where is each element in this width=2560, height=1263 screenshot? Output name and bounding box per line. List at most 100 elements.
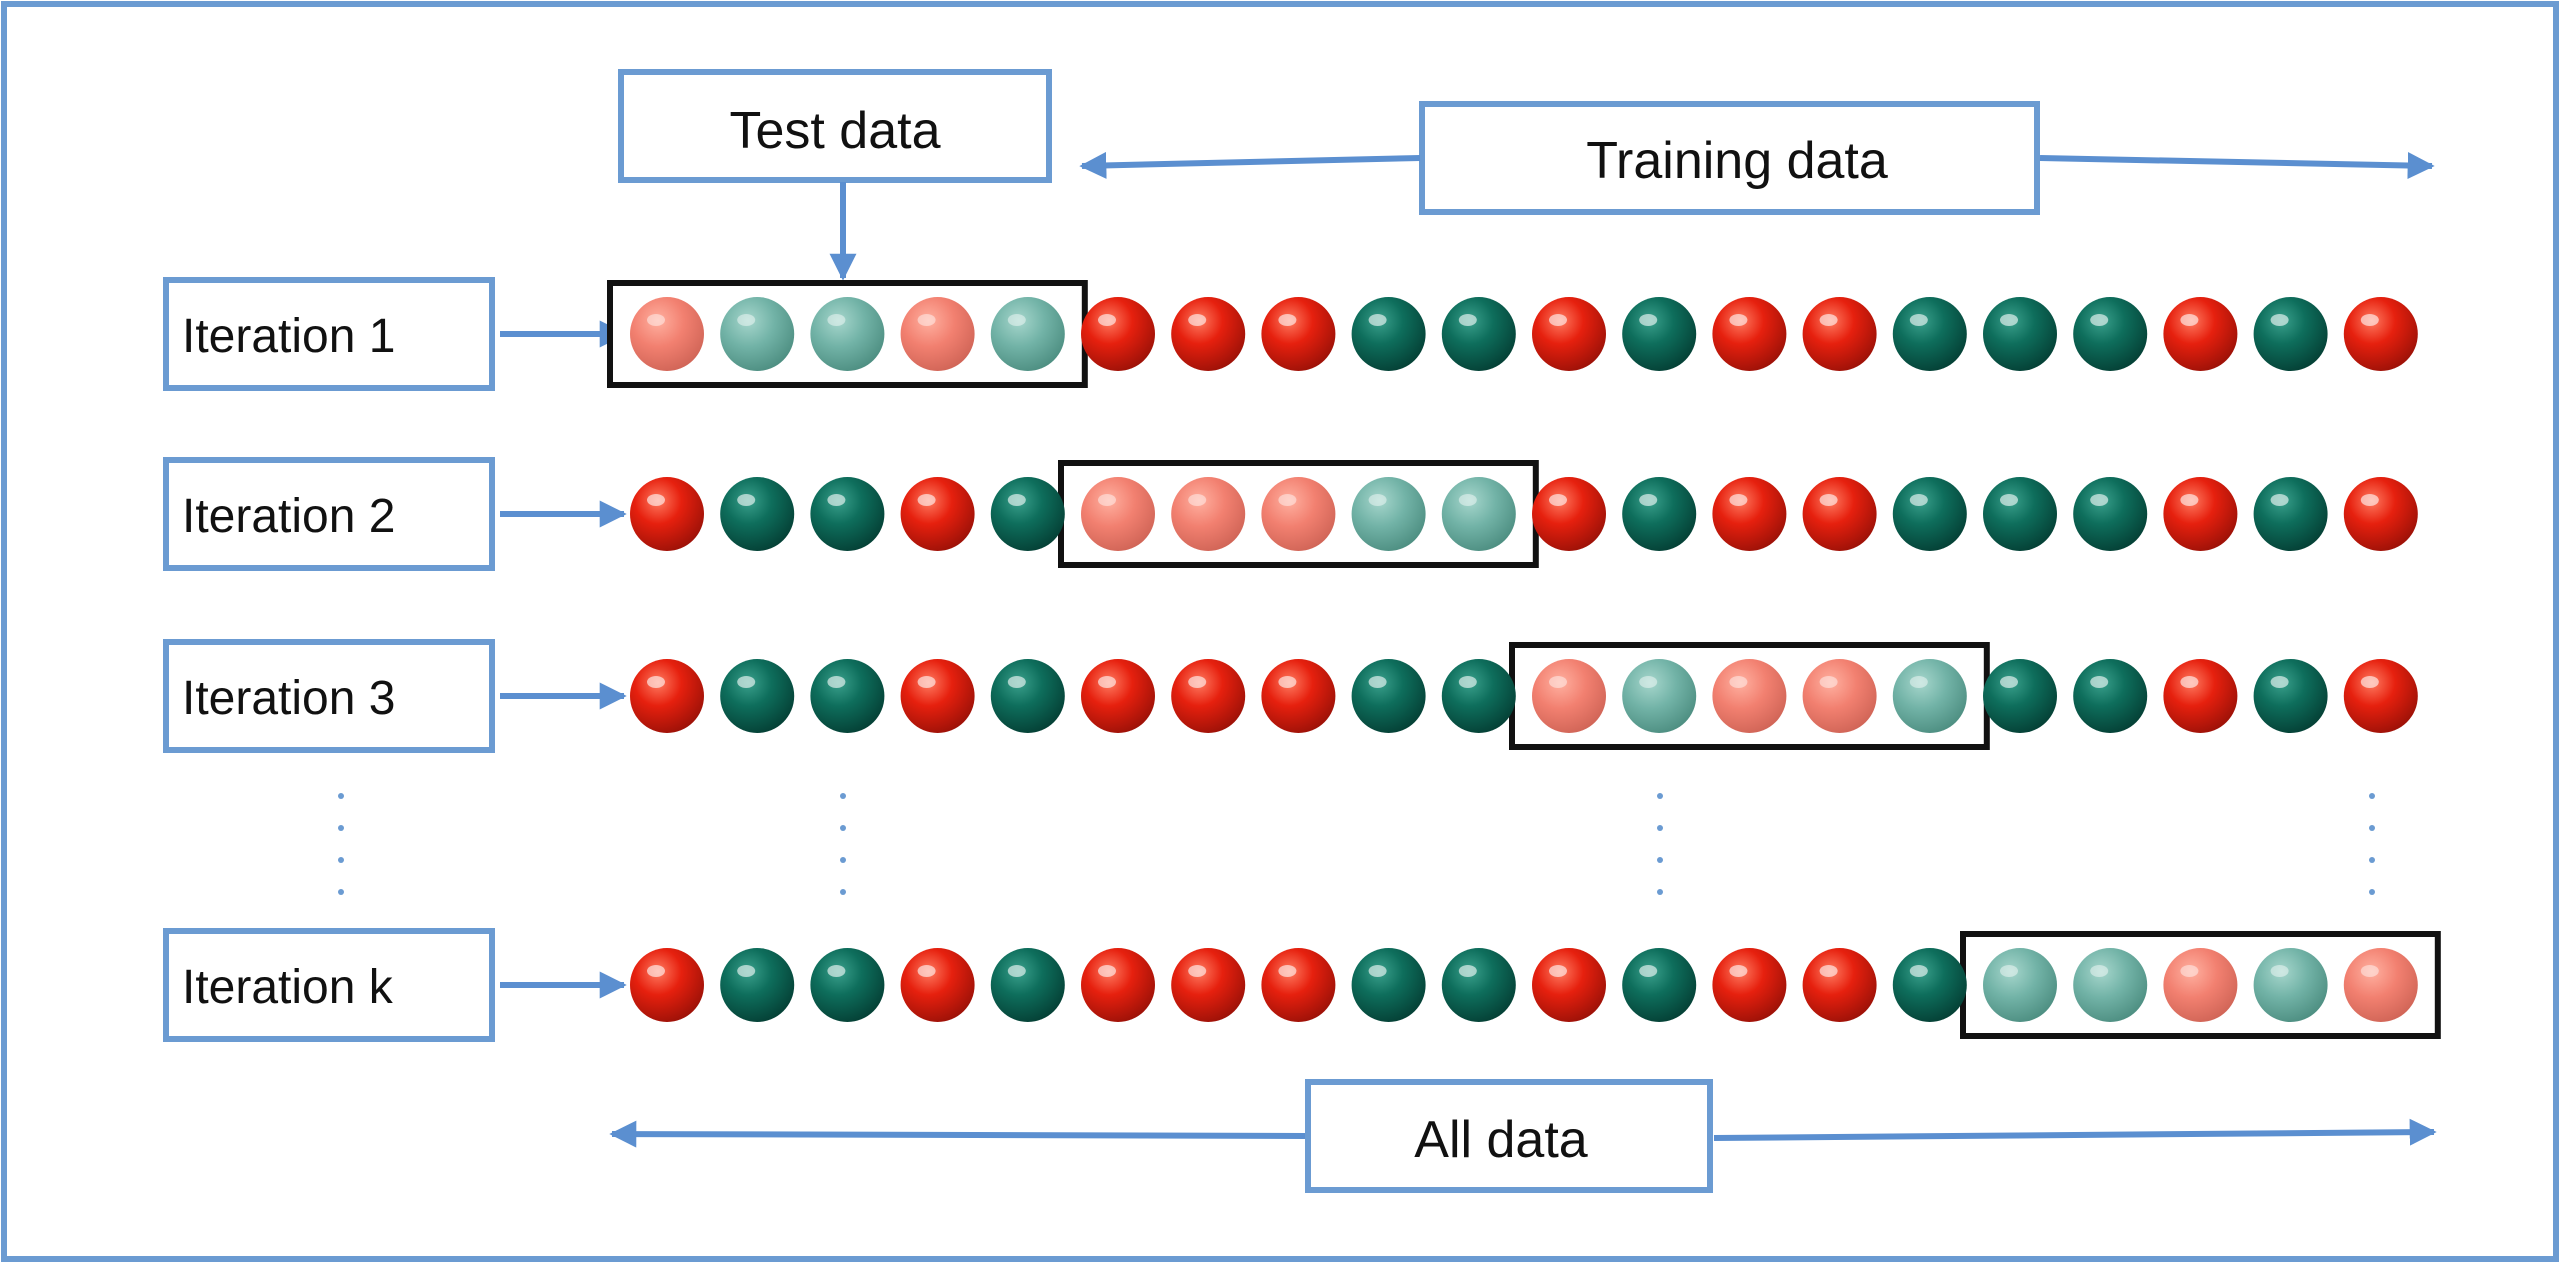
training-sample-ball <box>1983 659 2057 733</box>
ball-highlight <box>1368 965 1387 977</box>
training-sample-ball <box>1983 477 2057 551</box>
test-sample-ball <box>1532 659 1606 733</box>
ball-highlight <box>1639 965 1658 977</box>
training-data-box <box>1419 101 2040 215</box>
test-sample-ball <box>2343 948 2418 1022</box>
test-sample-ball <box>1892 659 1967 733</box>
iteration-label: Iteration 3 <box>182 672 395 725</box>
ellipsis-dot <box>1657 889 1663 895</box>
ball-highlight <box>2090 965 2109 977</box>
ball-highlight <box>827 676 846 688</box>
training-sample-ball <box>2253 477 2328 551</box>
ball-highlight <box>2180 314 2199 326</box>
ball-highlight <box>2000 494 2018 506</box>
training-sample-ball <box>630 659 704 733</box>
ellipsis-dot <box>2369 825 2375 831</box>
ellipsis-dot <box>1657 825 1663 831</box>
training-sample-ball <box>2073 477 2148 551</box>
ellipsis-dot <box>1657 793 1663 799</box>
test-sample-ball <box>1712 659 1787 733</box>
ball-highlight <box>1458 965 1477 977</box>
ball-highlight <box>1639 314 1658 326</box>
ellipsis-dot <box>840 857 846 863</box>
test-sample-ball <box>1441 477 1516 551</box>
training-sample-ball <box>900 948 975 1022</box>
ball-highlight <box>1909 494 1928 506</box>
ball-highlight <box>1278 965 1297 977</box>
training-sample-ball <box>1622 948 1697 1022</box>
ball-highlight <box>1549 965 1567 977</box>
training-sample-ball <box>2073 297 2148 371</box>
training-sample-ball <box>2163 659 2238 733</box>
ball-highlight <box>2270 314 2289 326</box>
ball-highlight <box>1007 314 1026 326</box>
ball-highlight <box>1729 965 1748 977</box>
ball-highlight <box>1639 494 1658 506</box>
training-sample-ball <box>990 477 1065 551</box>
training-sample-ball <box>1892 477 1967 551</box>
all-data-left-arrow <box>609 1120 1306 1148</box>
training-sample-ball <box>2253 659 2328 733</box>
iteration-label-box <box>163 928 495 1042</box>
ellipsis-dot <box>338 793 344 799</box>
ball-highlight <box>2180 494 2199 506</box>
training-sample-ball <box>2253 297 2328 371</box>
ellipsis-dot <box>338 857 344 863</box>
test-sample-ball <box>2253 948 2328 1022</box>
test-sample-ball <box>1171 477 1246 551</box>
training-sample-ball <box>1171 659 1246 733</box>
ellipsis-dot <box>840 793 846 799</box>
test-sample-ball <box>1622 659 1697 733</box>
test-sample-ball <box>810 297 885 371</box>
ball-highlight <box>2000 676 2018 688</box>
ball-highlight <box>917 314 936 326</box>
ellipsis-dot <box>840 825 846 831</box>
iteration-row: Iteration 3 <box>163 639 2418 753</box>
training-sample-ball <box>1532 297 1606 371</box>
ball-highlight <box>1909 314 1928 326</box>
ball-highlight <box>917 676 936 688</box>
ball-highlight <box>2090 314 2109 326</box>
iteration-row: Iteration 2 <box>163 457 2418 571</box>
ball-highlight <box>1729 314 1748 326</box>
training-sample-ball <box>1441 297 1516 371</box>
training-sample-ball <box>900 659 975 733</box>
training-sample-ball <box>720 659 795 733</box>
training-sample-ball <box>1171 297 1246 371</box>
ball-highlight <box>1188 965 1207 977</box>
ball-highlight <box>2000 965 2018 977</box>
iteration-label-box <box>163 639 495 753</box>
training-sample-ball <box>2343 659 2418 733</box>
training-sample-ball <box>2163 297 2238 371</box>
ball-highlight <box>2360 494 2379 506</box>
ball-highlight <box>1549 676 1567 688</box>
ball-highlight <box>647 676 665 688</box>
training-sample-ball <box>900 477 975 551</box>
ball-highlight <box>1007 494 1026 506</box>
training-data-left-arrow <box>1079 151 1421 179</box>
training-sample-ball <box>1622 477 1697 551</box>
ball-highlight <box>917 494 936 506</box>
test-sample-ball <box>1802 659 1877 733</box>
test-data-box <box>618 69 1052 183</box>
all-data-text: All data <box>1414 1111 1588 1169</box>
ellipsis-dot <box>2369 793 2375 799</box>
ball-highlight <box>2180 676 2199 688</box>
ball-highlight <box>2270 676 2289 688</box>
training-sample-ball <box>2073 659 2148 733</box>
ball-highlight <box>1098 494 1116 506</box>
test-sample-ball <box>900 297 975 371</box>
training-sample-ball <box>1983 297 2057 371</box>
ball-highlight <box>1909 965 1928 977</box>
ball-highlight <box>1458 314 1477 326</box>
training-sample-ball <box>1081 659 1155 733</box>
ball-highlight <box>2360 676 2379 688</box>
ball-highlight <box>1007 676 1026 688</box>
ball-highlight <box>737 314 756 326</box>
training-sample-ball <box>1351 948 1426 1022</box>
iteration-row: Iteration 1 <box>163 277 2418 391</box>
ball-highlight <box>1639 676 1658 688</box>
training-sample-ball <box>720 948 795 1022</box>
